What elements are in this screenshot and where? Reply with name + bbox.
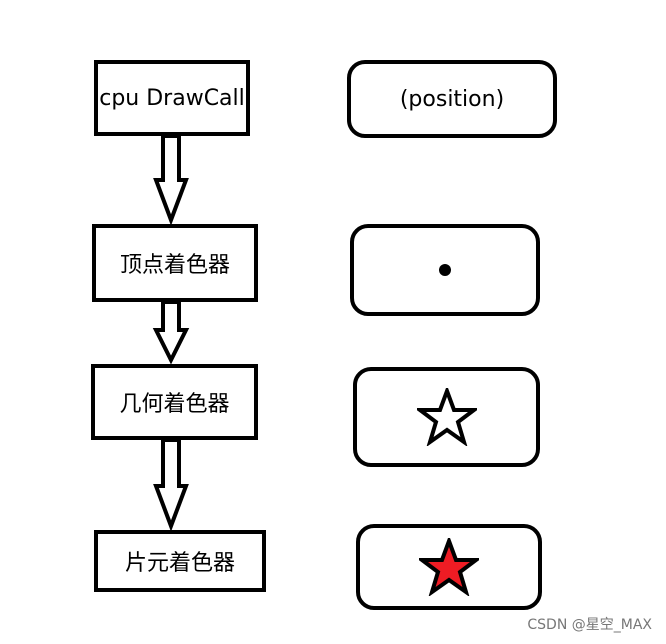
pipeline-box-fragment-shader: 片元着色器 (94, 530, 266, 592)
star-outline-icon (416, 388, 477, 446)
output-box-star-outline (353, 367, 540, 467)
output-box-star-filled (356, 524, 542, 610)
pipeline-label-fragment-shader: 片元着色器 (124, 551, 235, 576)
output-box-position: (position) (347, 60, 557, 138)
pipeline-label-cpu-drawcall: cpu DrawCall (99, 85, 245, 111)
arrow-down-1 (153, 134, 189, 226)
pipeline-label-geometry-shader: 几何着色器 (119, 392, 230, 417)
watermark-text: CSDN @星空_MAX (527, 617, 652, 633)
arrow-down-3 (153, 438, 189, 532)
arrow-down-2 (152, 300, 190, 365)
pipeline-box-geometry-shader: 几何着色器 (91, 364, 258, 440)
pipeline-label-vertex-shader: 顶点着色器 (119, 253, 230, 278)
star-filled-icon (419, 538, 479, 596)
output-label-position: (position) (399, 86, 505, 112)
pipeline-box-cpu-drawcall: cpu DrawCall (94, 60, 250, 136)
output-box-point (350, 224, 540, 316)
point-icon (439, 264, 451, 276)
pipeline-box-vertex-shader: 顶点着色器 (92, 224, 258, 302)
